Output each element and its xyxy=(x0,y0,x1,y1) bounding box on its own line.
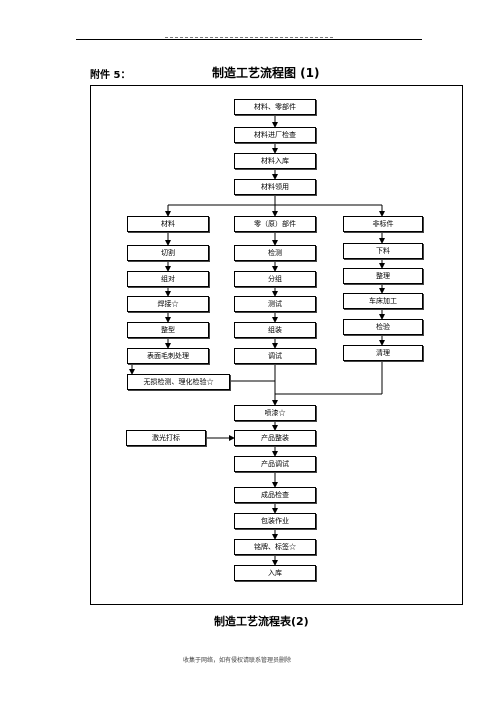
node-assembly-fit: 组对 xyxy=(127,271,209,287)
header-rule xyxy=(76,39,422,40)
attachment-label: 附件 5： xyxy=(90,70,131,81)
node-nonstandard: 非标件 xyxy=(343,216,423,232)
node-blanking: 下料 xyxy=(343,243,423,259)
node-warehousing: 材料入库 xyxy=(234,153,316,169)
node-cutting: 切割 xyxy=(127,245,209,261)
node-deburring: 表面毛刺处理 xyxy=(127,348,209,364)
caption: 制造工艺流程表(2) xyxy=(214,615,309,628)
node-packaging: 包装作业 xyxy=(234,513,316,529)
node-cleaning: 清理 xyxy=(343,345,423,361)
node-shaping: 整型 xyxy=(127,322,209,338)
node-lathe-machining: 车床加工 xyxy=(343,293,423,309)
node-welding: 焊接☆ xyxy=(127,296,209,312)
node-inspection: 检验 xyxy=(343,319,423,335)
node-spray-painting: 喷漆☆ xyxy=(234,405,316,421)
node-storage: 入库 xyxy=(234,565,316,581)
node-nameplate-label: 铭牌、标签☆ xyxy=(234,539,316,555)
node-detection: 检测 xyxy=(234,245,316,261)
node-material-issue: 材料领用 xyxy=(234,179,316,195)
node-testing: 测试 xyxy=(234,296,316,312)
node-components: 零（原）部件 xyxy=(234,216,316,232)
node-ndt-testing: 无损检测、理化检验☆ xyxy=(127,374,230,390)
node-assembling: 组装 xyxy=(234,322,316,338)
node-laser-marking: 激光打标 xyxy=(126,430,206,446)
node-incoming-inspection: 材料进厂检查 xyxy=(234,127,316,143)
header-rule-short xyxy=(165,37,333,38)
diagram-frame xyxy=(90,85,463,605)
node-materials-parts: 材料、零部件 xyxy=(234,99,316,115)
node-material: 材料 xyxy=(127,216,209,232)
footer-note: 收集于网络，如有侵权请联系管理员删除 xyxy=(183,657,292,664)
node-debugging: 调试 xyxy=(234,348,316,364)
node-final-inspection: 成品检查 xyxy=(234,487,316,503)
node-product-debugging: 产品调试 xyxy=(234,456,316,472)
node-final-assembly: 产品整装 xyxy=(234,430,316,446)
node-grouping: 分组 xyxy=(234,271,316,287)
node-sorting: 整理 xyxy=(343,268,423,284)
diagram-title: 制造工艺流程图 (1) xyxy=(212,66,320,80)
